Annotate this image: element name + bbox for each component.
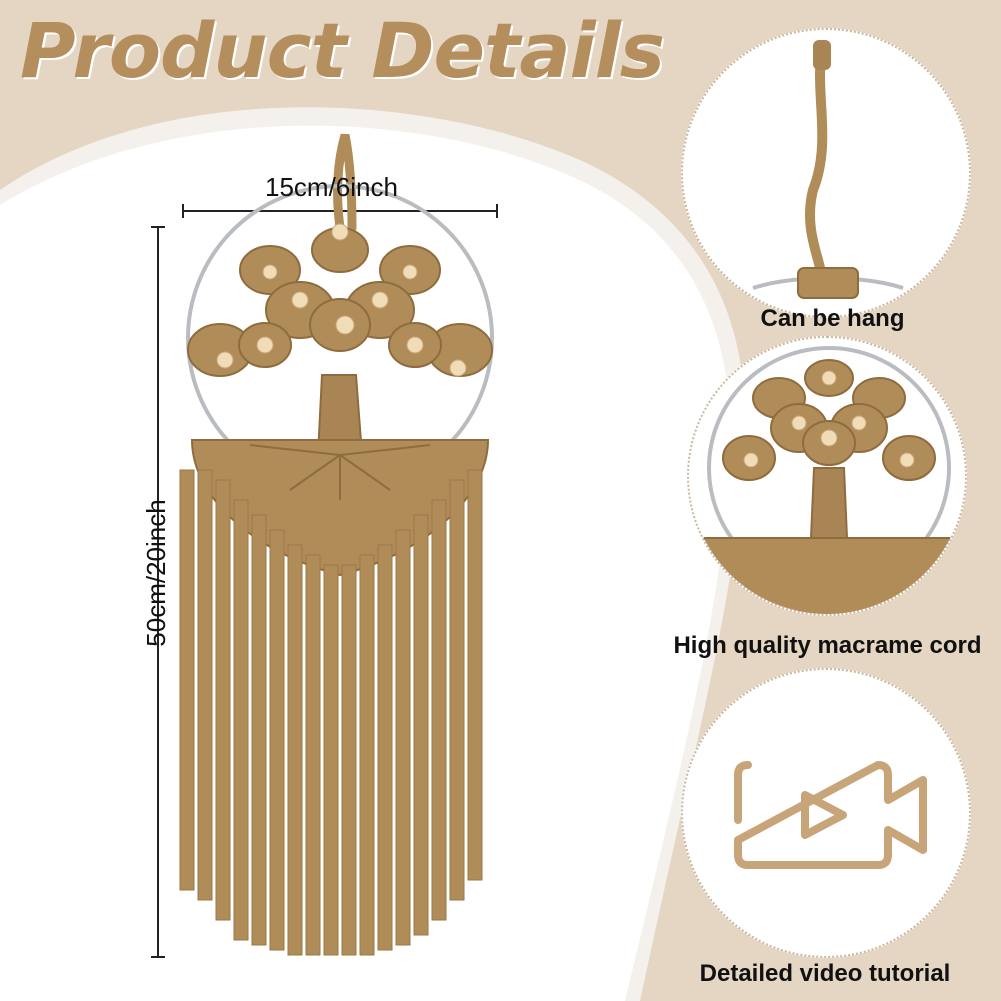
width-label: 15cm/6inch: [265, 172, 398, 202]
tree-of-life-icon: [702, 346, 956, 614]
video-tutorial-detail: [681, 668, 971, 958]
root-lines: [249, 444, 431, 500]
feature-caption-cord: High quality macrame cord: [673, 632, 982, 659]
feature-caption-hang: Can be hang: [760, 305, 905, 332]
macrame-wall-hanging: [151, 133, 498, 958]
height-dimension-line: [151, 226, 165, 958]
hanging-loop-detail: [681, 28, 971, 318]
tree-canopy: [187, 227, 493, 377]
wooden-beads: [216, 223, 467, 377]
video-camera-icon: [734, 761, 927, 869]
macrame-cord-detail: [687, 336, 967, 616]
feature-caption-video: Detailed video tutorial: [699, 960, 951, 987]
height-label: 50cm/20inch: [141, 499, 171, 647]
fringe: [179, 469, 483, 956]
hanging-cord: [333, 133, 357, 233]
hanging-loop-icon: [752, 40, 904, 299]
page-title: Product Details: [20, 6, 665, 95]
